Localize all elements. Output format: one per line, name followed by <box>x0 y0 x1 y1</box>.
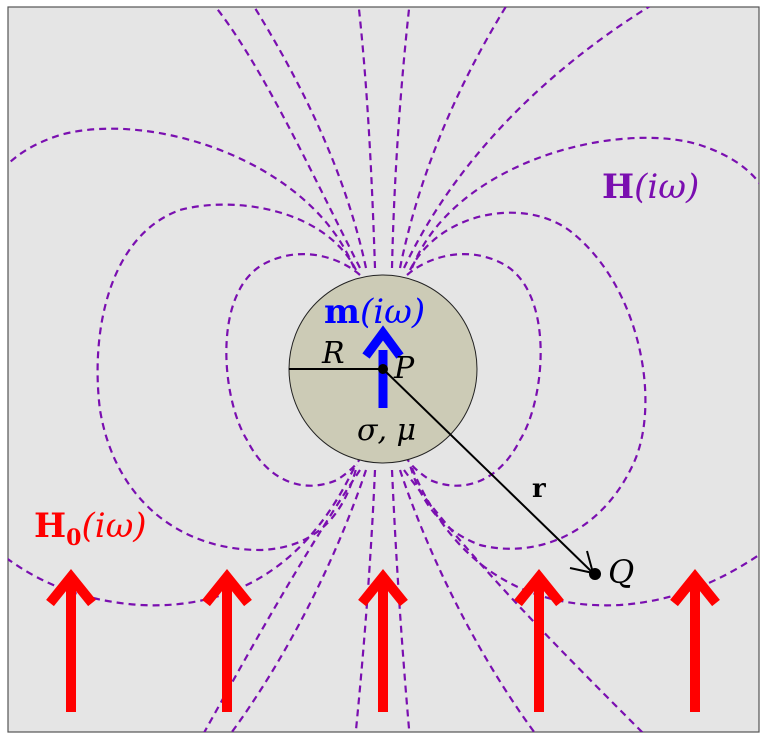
field-line-left-outer-bottom <box>8 467 355 607</box>
field-line-top-left-2 <box>253 7 368 269</box>
field-line-left-middle <box>96 203 359 552</box>
primary-field-arrow <box>358 569 408 712</box>
primary-field-arrow <box>202 569 252 712</box>
induced-field-label: H(iω) <box>602 167 699 207</box>
material-properties-label: σ, μ <box>357 413 416 448</box>
primary-field-arrow <box>46 569 96 712</box>
field-line-top-right-3 <box>403 7 651 269</box>
field-line-right-inner <box>403 253 542 487</box>
field-line-right-outer-bottom <box>410 467 759 607</box>
magnetic-moment-label: m(iω) <box>324 292 425 332</box>
magnetic-moment-arrow <box>362 325 404 408</box>
radius-label: R <box>321 336 345 371</box>
primary-field-arrow <box>670 569 720 712</box>
point-q-dot <box>589 568 601 580</box>
primary-field-label: H0(iω) <box>34 506 147 551</box>
primary-field-arrows <box>46 569 720 712</box>
field-line-bottom-left-1 <box>354 469 377 732</box>
point-p-dot <box>378 364 388 374</box>
field-line-top-right-2 <box>398 7 507 269</box>
field-line-left-outer <box>8 127 356 269</box>
field-line-bottom-right-3 <box>403 469 644 732</box>
field-line-bottom-left-3 <box>203 469 361 732</box>
field-line-top-left-1 <box>357 7 377 269</box>
field-line-right-outer <box>410 136 759 269</box>
primary-field-arrow <box>514 569 564 712</box>
field-line-left-inner <box>225 253 364 487</box>
field-line-right-middle <box>408 211 647 550</box>
field-line-bottom-left-2 <box>230 469 368 732</box>
field-line-top-right-1 <box>390 7 411 269</box>
vector-r-label: r <box>532 474 546 504</box>
field-line-bottom-right-2 <box>398 469 536 732</box>
observation-point-label: Q <box>608 553 634 591</box>
center-point-label: P <box>393 351 415 386</box>
